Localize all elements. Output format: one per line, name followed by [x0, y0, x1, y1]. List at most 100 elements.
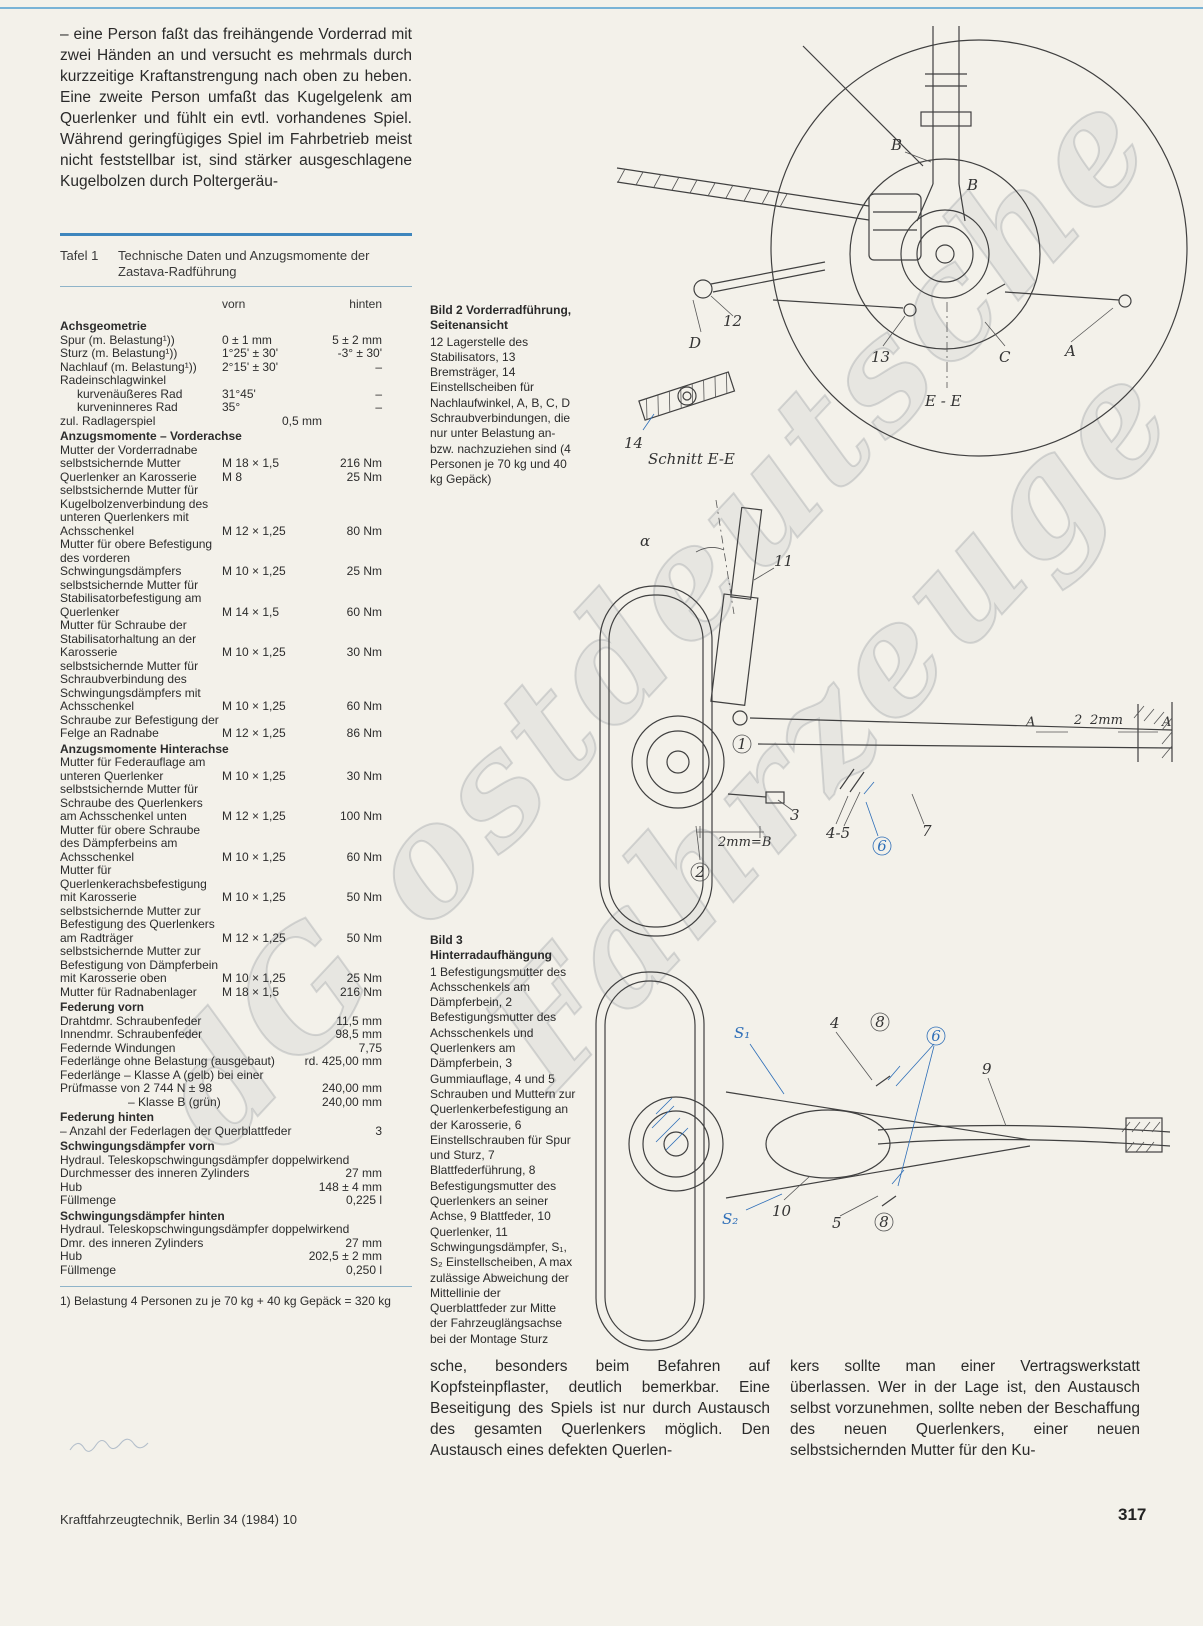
row-label: Anzugsmomente – Vorderachse	[60, 429, 242, 443]
row-label: Mutter für Querlenkerachsbefestigung mit…	[60, 863, 207, 904]
table-row: Federlänge – Klasse A (gelb) bei einer P…	[60, 1067, 412, 1096]
fig3-label-8b: 8	[879, 1213, 889, 1231]
figure-bild2-drawing: B B 12 13 D C A E - E	[616, 26, 1188, 457]
row-value-vorn: M 18 × 1,5	[222, 456, 280, 470]
fig3-dim-a2: A	[1161, 715, 1171, 730]
fig2-caption-title: Bild 2 Vorderradführung, Seitenansicht	[430, 303, 572, 333]
row-value-vorn: M 18 × 1,5	[222, 984, 280, 999]
row-label: Innendmr. Schraubenfeder	[60, 1027, 203, 1041]
row-value-hinten: –	[375, 400, 382, 414]
table-section-header: Anzugsmomente – Vorderachse	[60, 429, 412, 444]
table-column-headers: vorn hinten	[60, 297, 412, 311]
row-value-hinten: 240,00 mm	[321, 1094, 382, 1109]
row-label: zul. Radlagerspiel	[60, 413, 156, 428]
table-row: Hydraul. Teleskopschwingungsdämpfer dopp…	[60, 1152, 412, 1168]
bottom-text-col2: kers sollte man einer Vertragswerkstatt …	[790, 1358, 1140, 1459]
row-value-vorn: M 12 × 1,25	[222, 726, 286, 740]
fig2-label-b-mid: B	[966, 176, 978, 194]
row-value-hinten: 0,250 l	[345, 1262, 382, 1277]
fig2-label-c: C	[999, 348, 1011, 366]
fig3-label-4-5: 4-5	[825, 824, 850, 842]
row-label: selbstsichernde Mutter für Schraube des …	[60, 782, 203, 823]
row-label: selbstsichernde Mutter zur Befestigung v…	[60, 944, 219, 985]
table-row: Hydraul. Teleskopschwingungsdämpfer dopp…	[60, 1222, 412, 1237]
fig2-label-14: 14	[624, 434, 643, 452]
handwriting-scribble	[69, 1438, 149, 1452]
footnote-rule	[60, 1286, 412, 1287]
row-value-hinten: 11,5 mm	[336, 1013, 382, 1028]
row-value-hinten: 27 mm	[345, 1235, 382, 1250]
fig3-dim-2: 2	[1073, 713, 1082, 728]
row-value-vorn: 1°25' ± 30'	[222, 346, 279, 360]
column-header-hinten: hinten	[349, 297, 382, 311]
row-label: kurvenäußeres Rad	[77, 386, 183, 401]
fig2-label-b-top: B	[890, 136, 902, 154]
fig2-caption-body: 12 Lagerstelle des Stabilisators, 13 Bre…	[430, 334, 571, 487]
fig3-caption-title: Bild 3 Hinterradaufhängung	[430, 933, 552, 963]
fig2-label-d: D	[688, 334, 701, 352]
fig3-label-1: 1	[737, 735, 747, 753]
row-label: Federung hinten	[60, 1110, 154, 1124]
table-row: – Anzahl der Federlagen der Querblattfed…	[60, 1124, 412, 1139]
row-label: kurveninneres Rad	[77, 400, 178, 414]
table-row: selbstsichernde Mutter zur Befestigung d…	[60, 904, 412, 946]
row-value-hinten: 80 Nm	[346, 523, 382, 538]
row-value-vorn: M 8	[222, 469, 243, 484]
column-header-vorn: vorn	[222, 297, 246, 311]
row-label: Schwingungsdämpfer vorn	[60, 1139, 215, 1153]
row-label: Hub	[60, 1179, 83, 1194]
row-label: selbstsichernde Mutter für Kugelbolzenve…	[60, 483, 209, 538]
row-label: Mutter für Radnabenlager	[60, 984, 197, 999]
table-row: Mutter für Schraube der Stabilisatorhalt…	[60, 618, 412, 660]
row-value-hinten: 5 ± 2 mm	[332, 332, 382, 347]
row-label: Federlänge – Klasse A (gelb) bei einer P…	[60, 1067, 264, 1095]
fig3-label-s2: S₂	[722, 1210, 738, 1228]
row-value-hinten: -3° ± 30'	[337, 346, 382, 360]
row-label: Mutter für obere Schraube des Dämpferbei…	[60, 822, 201, 864]
row-value-vorn: 35°	[222, 400, 241, 414]
table-label: Tafel 1	[60, 248, 99, 263]
row-value-vorn: M 10 × 1,25	[222, 564, 286, 578]
row-value-vorn: M 10 × 1,25	[222, 849, 286, 864]
fig3-label-8a: 8	[875, 1013, 885, 1031]
fig2-label-12: 12	[723, 312, 742, 330]
row-value-vorn: 2°15' ± 30'	[222, 359, 279, 374]
row-label: Mutter der Vorderradnabe selbstsichernde…	[60, 442, 198, 470]
table-row: Sturz (m. Belastung¹))1°25' ± 30'-3° ± 3…	[60, 346, 412, 361]
row-value-hinten: 25 Nm	[346, 971, 382, 985]
row-label: Füllmenge	[60, 1193, 117, 1207]
table-section-header: Anzugsmomente Hinterachse	[60, 742, 412, 757]
fig2-label-ee: E - E	[924, 392, 962, 410]
row-value-hinten: 25 Nm	[346, 469, 382, 484]
row-value-hinten: 216 Nm	[339, 984, 382, 999]
row-value-vorn: M 10 × 1,25	[222, 699, 286, 713]
row-value-vorn: M 10 × 1,25	[222, 645, 286, 659]
row-label: Mutter für Schraube der Stabilisatorhalt…	[60, 618, 197, 659]
row-label: selbstsichernde Mutter für Stabilisatorb…	[60, 577, 202, 619]
table-row: Mutter der Vorderradnabe selbstsichernde…	[60, 442, 412, 471]
row-value-vorn: M 12 × 1,25	[222, 930, 286, 945]
page-number: 317	[1118, 1505, 1147, 1524]
row-value-vorn: 0 ± 1 mm	[222, 332, 272, 347]
table-row: Mutter für Radnabenlager M 18 × 1,5 216 Nm	[60, 984, 412, 1000]
fig3-label-6b: 6	[931, 1027, 941, 1045]
table-row: Schraube zur Befestigung der Felge an Ra…	[60, 713, 412, 741]
table-heading: Tafel 1 Technische Daten und Anzugsmomen…	[60, 248, 412, 280]
row-label: Hydraul. Teleskopschwingungsdämpfer dopp…	[60, 1152, 350, 1167]
row-label: Radeinschlagwinkel	[60, 373, 167, 387]
row-value-hinten: 50 Nm	[346, 930, 382, 945]
fig3-label-2: 2	[694, 863, 705, 881]
table-row: kurveninneres Rad 35° –	[60, 400, 412, 415]
table-title: Technische Daten und Anzugsmomente der Z…	[118, 248, 370, 279]
row-value-hinten: rd. 425,00 mm	[304, 1054, 382, 1068]
fig3-dim-a1: A	[1025, 715, 1035, 730]
fig3-dim-2mm: 2mm	[1089, 713, 1123, 728]
